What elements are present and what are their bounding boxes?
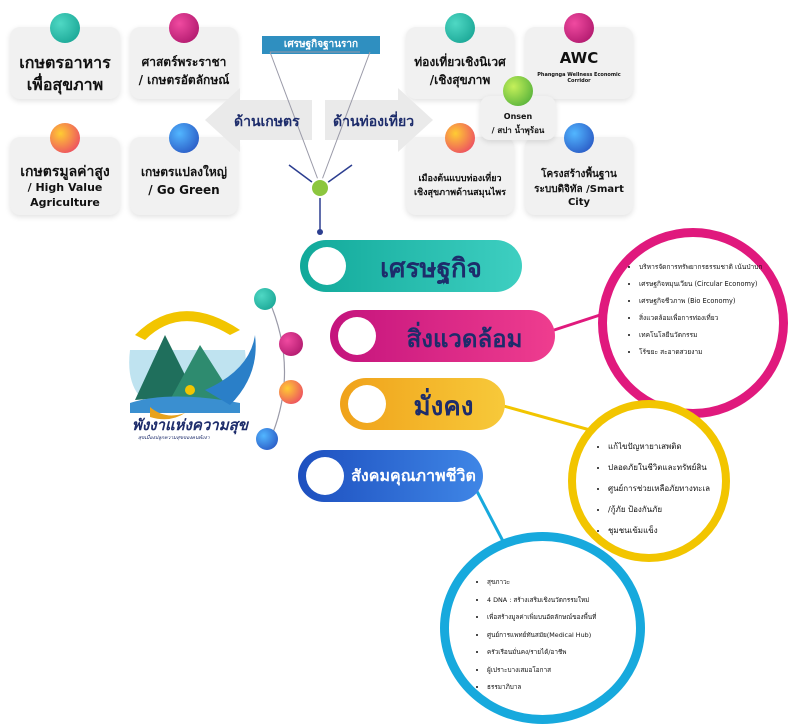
card-high-value-agriculture: เกษตรมูลค่าสูง / High Value Agriculture bbox=[10, 123, 120, 215]
banner-text: เศรษฐกิจฐานราก bbox=[283, 39, 359, 50]
bullet-item: เศรษฐกิจหมุนเวียน (Circular Economy) bbox=[639, 276, 775, 293]
pillar-society: สังคมคุณภาพชีวิต bbox=[298, 450, 483, 502]
security-list: แก้ไขปัญหายาเสพติดปลอดภัยในชีวิตและทรัพย… bbox=[594, 436, 720, 541]
pillar-bullet-icon bbox=[306, 457, 344, 495]
bullet-item: บริหารจัดการทรัพยากรธรรมชาติ เน้นป่าบก bbox=[639, 259, 775, 276]
card-herbal-health-city: เมืองต้นแบบท่องเที่ยว เชิงสุขภาพด้านสมุน… bbox=[406, 123, 514, 215]
security-bubble: แก้ไขปัญหายาเสพติดปลอดภัยในชีวิตและทรัพย… bbox=[568, 400, 730, 562]
agri-arrow-label: ด้านเกษตร bbox=[234, 114, 300, 130]
society-list: สุขภาวะ4 DNA : สร้างเสริมเชิงนวัตกรรมใหม… bbox=[473, 574, 632, 697]
card-smart-city: โครงสร้างพื้นฐาน ระบบดิจิทัล /Smart City bbox=[525, 123, 633, 215]
pillar-environment-label: สิ่งแวดล้อม bbox=[406, 325, 523, 353]
bullet-item: ครัวเรือนมั่นคง/รายได้/อาชีพ bbox=[487, 644, 632, 662]
card-line3: Agriculture bbox=[30, 196, 100, 209]
card-awc: AWC Phangnga Wellness Economic Corridor bbox=[525, 13, 633, 99]
bullet-item: ปลอดภัยในชีวิตและทรัพย์สิน bbox=[608, 457, 720, 478]
logo-name: พังงาแห่งความสุข bbox=[132, 416, 249, 434]
card-line2: ระบบดิจิทัล /Smart City bbox=[534, 184, 624, 208]
magenta-circle-icon bbox=[169, 13, 199, 43]
orange-dot-icon bbox=[279, 380, 303, 404]
teal-dot-icon bbox=[254, 288, 276, 310]
onsen-line2: / สปา น้ำพุร้อน bbox=[491, 126, 545, 135]
card-line2: เชิงสุขภาพด้านสมุนไพร bbox=[413, 188, 507, 198]
environment-bubble: บริหารจัดการทรัพยากรธรรมชาติ เน้นป่าบกเศ… bbox=[598, 228, 788, 418]
teal-circle-icon bbox=[445, 13, 475, 43]
card-wellness-tourism: ท่องเที่ยวเชิงนิเวศ /เชิงสุขภาพ bbox=[406, 13, 514, 99]
bullet-item: โร้ขยะ สะอาดสวยงาม bbox=[639, 344, 775, 361]
blue-dot-icon bbox=[256, 428, 278, 450]
pillar-society-label: สังคมคุณภาพชีวิต bbox=[351, 466, 476, 485]
logo-illustration bbox=[129, 311, 256, 420]
bullet-item: ศูนย์การช่วยเหลือภัยทางทะเล bbox=[608, 478, 720, 499]
card-line2: / เกษตรอัตลักษณ์ bbox=[138, 73, 230, 87]
society-bubble: สุขภาวะ4 DNA : สร้างเสริมเชิงนวัตกรรมใหม… bbox=[440, 532, 645, 724]
card-line2: / High Value bbox=[27, 181, 103, 194]
pillar-security: มั่งคง bbox=[340, 378, 505, 430]
bullet-item: ผู้เปราะบางเสมอโอกาส bbox=[487, 662, 632, 680]
card-line2: เพื่อสุขภาพ bbox=[26, 75, 104, 94]
tourism-arrow-shape bbox=[325, 88, 433, 152]
card-line2: / Go Green bbox=[148, 183, 220, 197]
environment-list: บริหารจัดการทรัพยากรธรรมชาติ เน้นป่าบกเศ… bbox=[625, 259, 775, 361]
card-healthy-food: เกษตรอาหาร เพื่อสุขภาพ bbox=[10, 13, 120, 99]
bullet-item: เศรษฐกิจชีวภาพ (Bio Economy) bbox=[639, 293, 775, 310]
awc-subtitle: Phangnga Wellness Economic Corridor bbox=[537, 72, 621, 84]
card-king-philosophy: ศาสตร์พระราชา / เกษตรอัตลักษณ์ bbox=[130, 13, 238, 99]
orange-pink-circle-icon bbox=[50, 123, 80, 153]
bullet-item: สุขภาวะ bbox=[487, 574, 632, 592]
card-line1: เมืองต้นแบบท่องเที่ยว bbox=[418, 174, 502, 184]
awc-title: AWC bbox=[559, 49, 599, 67]
pillar-economy: เศรษฐกิจ bbox=[300, 240, 522, 292]
foundation-economy-banner: เศรษฐกิจฐานราก bbox=[262, 36, 380, 54]
bullet-item: เทคโนโลยีนวัตกรรม bbox=[639, 327, 775, 344]
logo-phangnga-happiness: พังงาแห่งความสุข สุขเมืองปลูกความสุขของค… bbox=[110, 295, 260, 445]
green-circle-icon bbox=[503, 76, 533, 106]
onsen-line1: Onsen bbox=[503, 112, 533, 121]
card-line1: ศาสตร์พระราชา bbox=[141, 55, 227, 69]
bullet-item: แก้ไขปัญหายาเสพติด bbox=[608, 436, 720, 457]
bullet-item: เพื่อสร้างมูลค่าเพิ่มบนอัตลักษณ์ของพื้นท… bbox=[487, 609, 632, 627]
logo-tagline: สุขเมืองปลูกความสุขของคนพังงา bbox=[138, 435, 210, 441]
pillar-environment: สิ่งแวดล้อม bbox=[330, 310, 555, 362]
pillar-bullet-icon bbox=[308, 247, 346, 285]
bullet-item: ธรรมาภิบาล bbox=[487, 679, 632, 697]
card-line1: โครงสร้างพื้นฐาน bbox=[541, 169, 617, 180]
pillar-bullet-icon bbox=[338, 317, 376, 355]
orange-pink-circle-icon bbox=[445, 123, 475, 153]
teal-circle-icon bbox=[50, 13, 80, 43]
card-line1: ท่องเที่ยวเชิงนิเวศ bbox=[414, 55, 506, 69]
tourism-arrow-label: ด้านท่องเที่ยว bbox=[333, 114, 415, 130]
card-line1: เกษตรมูลค่าสูง bbox=[20, 164, 110, 180]
card-go-green: เกษตรแปลงใหญ่ / Go Green bbox=[130, 123, 238, 215]
pillar-security-label: มั่งคง bbox=[413, 392, 474, 422]
agri-arrow-shape bbox=[205, 88, 312, 152]
bullet-item: 4 DNA : สร้างเสริมเชิงนวัตกรรมใหม่ bbox=[487, 592, 632, 610]
pillar-economy-label: เศรษฐกิจ bbox=[380, 254, 482, 284]
card-line2: /เชิงสุขภาพ bbox=[429, 73, 491, 87]
pillar-bullet-icon bbox=[348, 385, 386, 423]
magenta-circle-icon bbox=[564, 13, 594, 43]
bullet-item: ชุมชนเข้มแข็ง bbox=[608, 520, 720, 541]
bullet-item: /กู้ภัย ป้องกันภัย bbox=[608, 499, 720, 520]
card-onsen: Onsen / สปา น้ำพุร้อน bbox=[480, 76, 556, 140]
blue-circle-icon bbox=[564, 123, 594, 153]
card-line1: เกษตรอาหาร bbox=[19, 53, 111, 72]
blue-circle-icon bbox=[169, 123, 199, 153]
magenta-dot-icon bbox=[279, 332, 303, 356]
bullet-item: สิ่งแวดล้อมเพื่อการท่องเที่ยว bbox=[639, 310, 775, 327]
bullet-item: ศูนย์การแพทย์ทันสมัย(Medical Hub) bbox=[487, 627, 632, 645]
card-line1: เกษตรแปลงใหญ่ bbox=[140, 165, 228, 179]
